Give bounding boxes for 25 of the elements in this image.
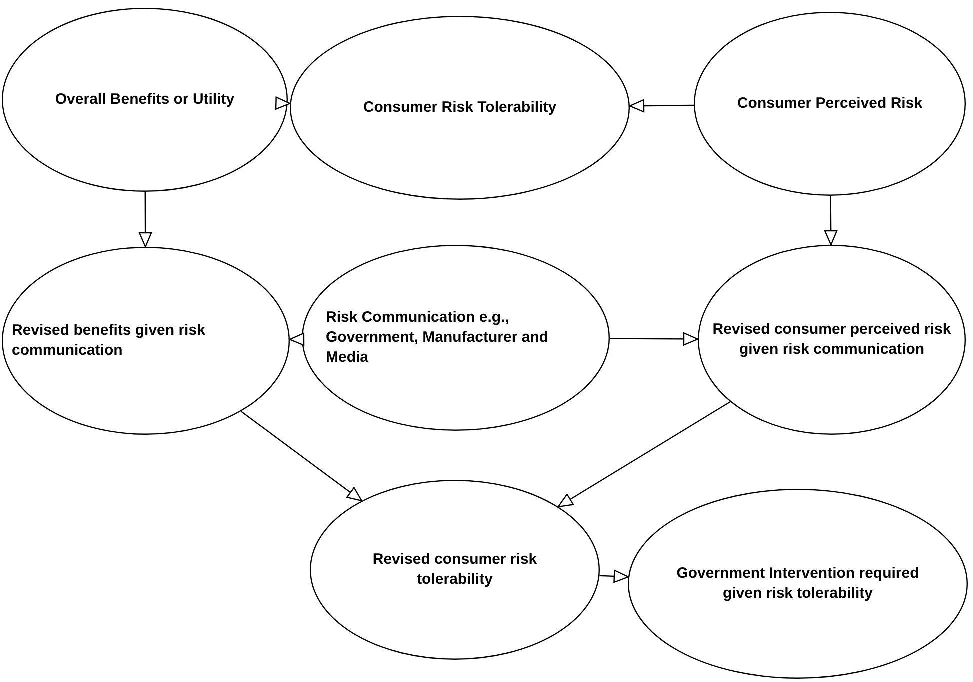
- ellipse-node: [2, 247, 290, 435]
- ellipse-node: [698, 245, 966, 435]
- arrow: [610, 332, 699, 346]
- node-text: Consumer Perceived Risk: [736, 94, 924, 114]
- node-text: Government Intervention required given risk tolerability: [676, 564, 920, 604]
- node-text: Revised consumer risk tolerability: [372, 550, 538, 590]
- node-text: Consumer Risk Tolerability: [362, 98, 558, 118]
- node-text: Revised benefits given risk communication: [11, 320, 206, 361]
- arrow: [600, 570, 630, 584]
- arrow: [824, 196, 838, 246]
- ellipse-node: [2, 8, 288, 192]
- ellipse-node: [628, 489, 968, 679]
- arrow: [275, 96, 291, 110]
- node-text: Overall Benefits or Utility: [54, 90, 236, 110]
- ellipse-node: [302, 245, 610, 431]
- arrow: [629, 99, 694, 113]
- ellipse-node: [290, 16, 630, 200]
- arrow: [289, 332, 305, 346]
- arrow: [558, 401, 731, 508]
- arrow: [138, 192, 152, 248]
- node-text: Risk Communication e.g., Government, Manufacturer and Media: [325, 308, 550, 368]
- arrow: [240, 411, 362, 502]
- ellipse-node: [694, 12, 966, 196]
- ellipse-node: [310, 480, 600, 660]
- node-text: Revised consumer perceived risk given risk communication: [712, 320, 952, 360]
